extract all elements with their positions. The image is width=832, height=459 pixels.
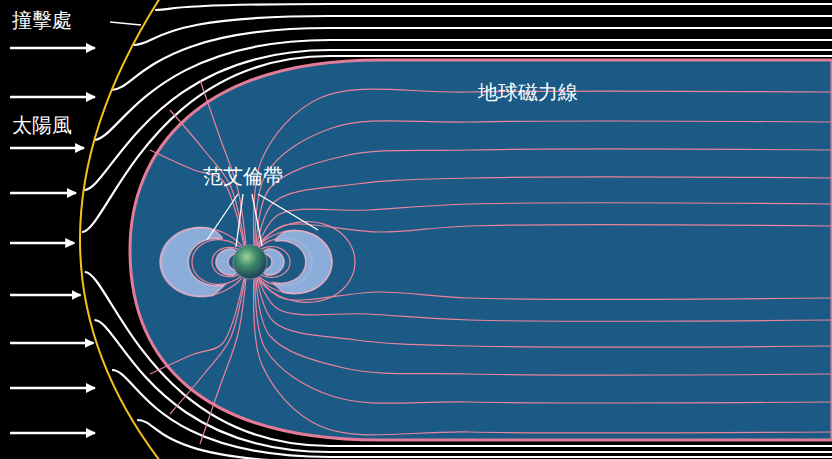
radiation-belt [273, 231, 332, 294]
diagram-label: 太陽風 [12, 113, 72, 137]
magnetic-field-line [200, 278, 246, 444]
earth-globe [233, 245, 267, 279]
solar-wind-arrow [10, 294, 81, 297]
magnetic-field-line [256, 278, 832, 375]
magnetic-field-line [170, 278, 245, 414]
solar-wind-arrow [10, 432, 95, 435]
solar-wind-arrow [10, 47, 95, 50]
belt-leader [258, 194, 318, 230]
solar-wind-streamlines [10, 4, 832, 459]
magnetic-field-line [259, 224, 832, 246]
magnetic-field-line [257, 278, 832, 347]
diagram-label: 撞擊處 [12, 8, 72, 32]
magnetic-field-line [200, 80, 246, 246]
magnetic-field-line [254, 89, 832, 246]
bow-shock-leader [110, 22, 141, 25]
magnetosphere-region [130, 60, 832, 440]
diagram-label: 范艾倫帶 [203, 164, 283, 188]
belt-leader [207, 194, 238, 240]
radiation-belt-glow [160, 228, 224, 297]
diagram-label: 地球磁力線 [478, 80, 578, 104]
magnetic-field-line [257, 177, 832, 246]
solar-wind-arrow [10, 387, 95, 390]
van-allen-belts [160, 228, 332, 297]
solar-wind-arrow [10, 96, 95, 99]
belt-leader [236, 194, 243, 247]
solar-wind-arrow [10, 342, 94, 345]
magnetic-field-line [254, 278, 832, 435]
solar-wind-arrow [10, 192, 76, 195]
magnetic-field-line [259, 278, 832, 300]
belt-leader [252, 194, 262, 246]
radiation-belt [160, 228, 224, 297]
magnetic-field-line [259, 222, 355, 303]
magnetic-field-line [258, 203, 832, 246]
magnetic-field-line [257, 230, 332, 293]
magnetic-field-line [258, 278, 832, 321]
magnetic-field-line [255, 121, 832, 246]
belt-leader-lines [207, 194, 318, 247]
field-lines [150, 80, 832, 444]
magnetic-field-line [256, 149, 832, 246]
magnetic-field-line [255, 278, 832, 403]
solar-wind-streamline [155, 4, 832, 10]
solar-wind-arrow [10, 147, 84, 150]
radiation-belt-glow [273, 231, 332, 294]
solar-wind-arrow [10, 242, 74, 245]
